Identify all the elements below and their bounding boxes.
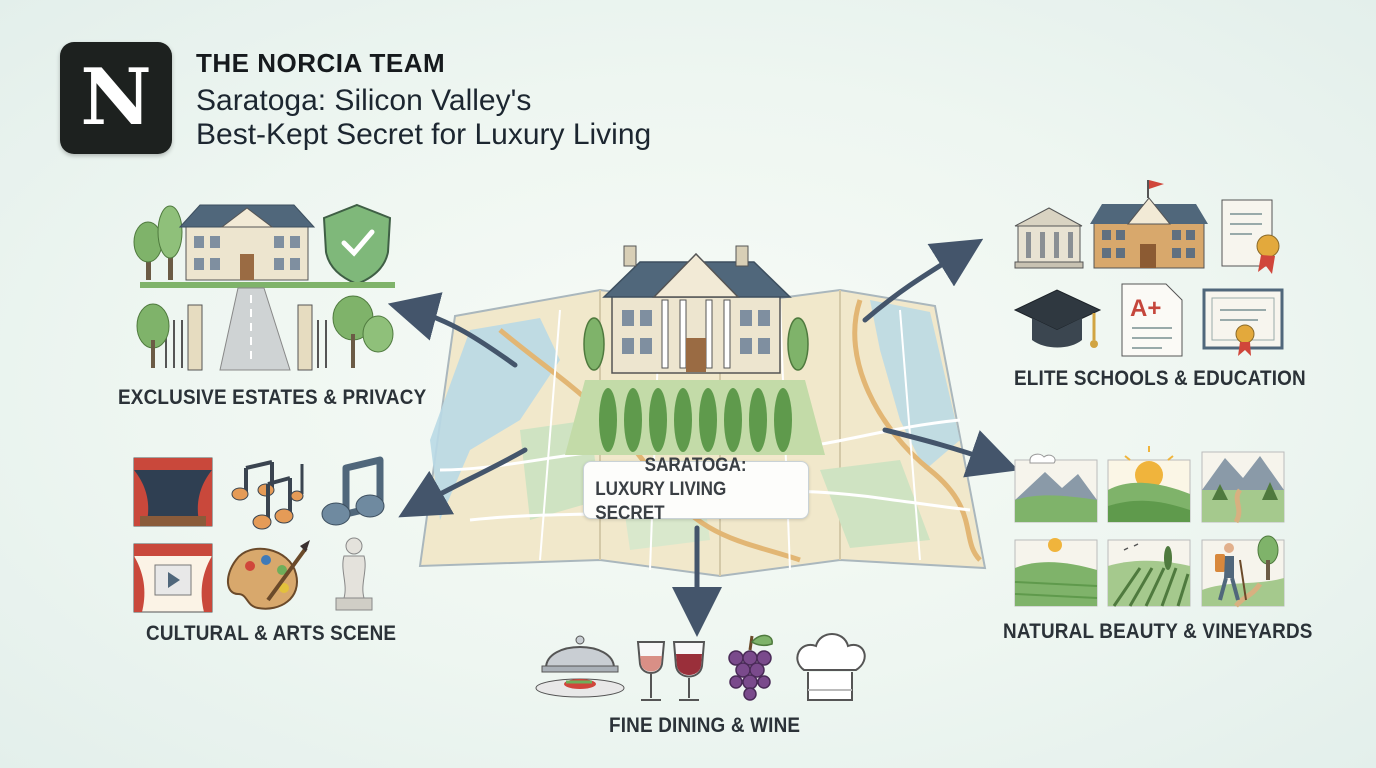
vineyard-rows-icon xyxy=(1107,539,1191,607)
farm-field-icon xyxy=(1014,538,1098,607)
trees-icon xyxy=(133,205,183,280)
arrow-to-schools xyxy=(862,238,984,323)
mansion-icon xyxy=(178,204,316,281)
arrow-to-culture xyxy=(398,447,528,518)
schools-icon-group: A+ xyxy=(1013,180,1284,357)
statue-icon xyxy=(335,537,373,611)
diploma-icon xyxy=(1202,288,1284,356)
label-fine-dining: FINE DINING & WINE xyxy=(609,714,801,737)
graduation-cap-icon xyxy=(1013,289,1102,348)
center-label: SARATOGA: LUXURY LIVING SECRET xyxy=(583,455,809,524)
wine-glasses-icon xyxy=(636,641,706,701)
sunrise-hills-icon xyxy=(1107,446,1191,523)
hiker-icon xyxy=(1201,535,1285,608)
shield-check-icon xyxy=(322,203,392,286)
estates-icon-group xyxy=(133,203,395,371)
arrow-to-nature xyxy=(882,427,1019,478)
cloche-plate-icon xyxy=(535,635,625,698)
culture-icon-group xyxy=(133,456,385,613)
arrow-to-estates xyxy=(387,292,518,368)
label-exclusive-estates: EXCLUSIVE ESTATES & PRIVACY xyxy=(118,386,427,409)
dining-icon-group xyxy=(535,633,866,701)
paint-palette-icon xyxy=(227,540,310,610)
courthouse-icon xyxy=(1014,207,1084,269)
nature-icon-group xyxy=(1014,446,1285,608)
mountain-forest-icon xyxy=(1201,451,1285,524)
certificate-icon xyxy=(1221,199,1280,274)
center-mansion-illustration xyxy=(565,245,825,455)
label-cultural-arts: CULTURAL & ARTS SCENE xyxy=(146,622,397,645)
chef-hat-icon xyxy=(796,633,866,701)
grade-a-plus-text: A+ xyxy=(1130,295,1161,322)
grapes-icon xyxy=(728,634,773,701)
theater-stage-icon xyxy=(133,457,213,527)
center-label-line-2: LUXURY LIVING SECRET xyxy=(595,479,727,524)
logo-letter: N xyxy=(80,52,152,143)
mountain-landscape-icon xyxy=(1014,453,1098,523)
brand-name: THE NORCIA TEAM xyxy=(196,48,446,78)
report-card-icon: A+ xyxy=(1121,283,1183,357)
music-note-icon xyxy=(321,456,385,526)
gated-driveway-icon xyxy=(136,282,395,371)
label-natural-beauty: NATURAL BEAUTY & VINEYARDS xyxy=(1003,620,1313,643)
team-logo: N xyxy=(60,42,172,154)
label-elite-schools: ELITE SCHOOLS & EDUCATION xyxy=(1014,367,1306,390)
center-label-line-1: SARATOGA: xyxy=(645,455,747,476)
arrows xyxy=(387,238,1019,637)
music-notes-icon xyxy=(231,460,304,530)
page-title-line-2: Best-Kept Secret for Luxury Living xyxy=(196,118,652,151)
school-building-icon xyxy=(1090,180,1208,269)
cinema-screen-icon xyxy=(133,543,213,613)
page-title-line-1: Saratoga: Silicon Valley's xyxy=(196,84,532,117)
